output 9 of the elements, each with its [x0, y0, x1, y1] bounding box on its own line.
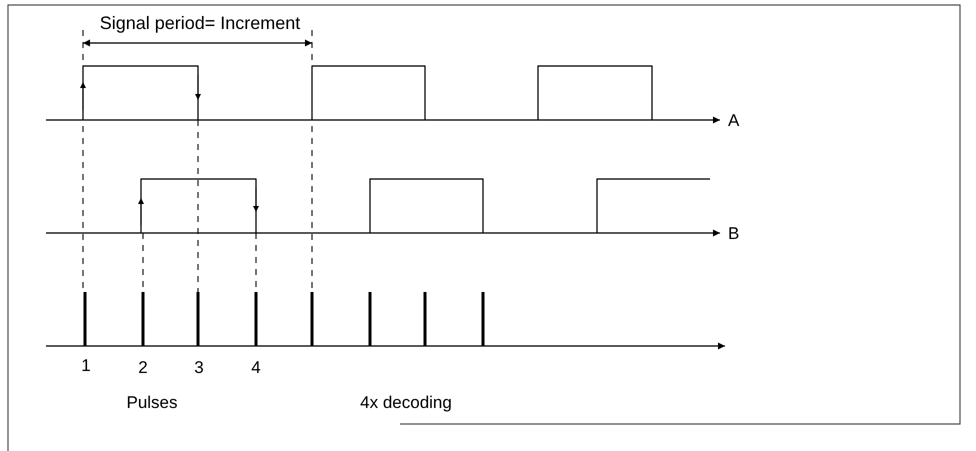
- pulse-label: Pulses: [126, 394, 178, 411]
- pulse-number: 1: [81, 357, 91, 374]
- channel-label: B: [728, 225, 740, 242]
- pulse-number: 2: [138, 359, 148, 376]
- pulse-number: 4: [251, 359, 261, 376]
- period-label: Signal period= Increment: [100, 14, 300, 32]
- channel-label: A: [728, 112, 740, 129]
- decoding-label: 4x decoding: [360, 394, 452, 411]
- pulse-number: 3: [194, 359, 204, 376]
